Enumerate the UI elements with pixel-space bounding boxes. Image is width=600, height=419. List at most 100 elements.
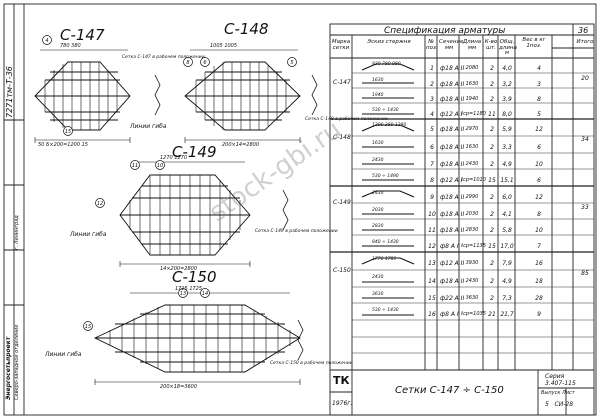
table-cell-qty: 11 <box>488 111 496 118</box>
table-cell-len: 1630 <box>465 81 479 87</box>
table-cell-w: 4 <box>537 65 541 72</box>
table-cell-sec: ф18 А II <box>440 194 465 201</box>
left-code: 7271тм-Т-36 <box>5 66 14 118</box>
org-line-3: г. Ленинград <box>14 215 20 250</box>
table-cell-pos: 5 <box>430 126 434 133</box>
table-header: Вес в кг 1поз. <box>522 37 546 49</box>
bend-line-label-c147: Линии гиба <box>130 123 167 130</box>
svg-text:15: 15 <box>85 324 91 330</box>
table-cell-qty: 2 <box>490 126 494 133</box>
note-c149: Сетка С-149 в рабочем положении <box>255 229 338 234</box>
c149-title: С-149 <box>172 143 217 161</box>
table-cell-sec: ф18 А II <box>440 227 465 234</box>
table-cell-w: 10 <box>535 227 543 234</box>
table-cell-qty: 15 <box>488 177 496 184</box>
table-header: № поз. <box>426 39 438 51</box>
table-header: Общ. длина м <box>499 39 517 56</box>
bar-sketch-label: 530 ÷ 1430 <box>372 308 399 313</box>
table-cell-w: 5 <box>537 111 541 118</box>
table-cell-qty: 2 <box>490 260 494 267</box>
c147-bottom-dims: 50 Б×200=1200 15 <box>38 142 88 148</box>
org-line-1: Энергосетьпроект <box>5 336 12 400</box>
c147-title: С-147 <box>60 26 105 44</box>
c147-top-dims: 780 380 <box>60 43 81 49</box>
table-cell-len: 3630 <box>465 295 479 301</box>
svg-text:8: 8 <box>186 60 189 66</box>
table-cell-len: ℓср=1010 <box>461 177 486 183</box>
series-code: ТК <box>333 374 350 387</box>
table-cell-pos: 13 <box>428 260 436 267</box>
c150-top-dims: 1725 1725 <box>175 286 203 292</box>
table-cell-tot: 4,9 <box>502 278 512 285</box>
mesh-mark: С-147 <box>333 79 351 86</box>
bar-sketch-label: 530 ÷ 1430 <box>372 108 399 113</box>
table-cell-w: 16 <box>535 260 543 267</box>
year: 1976г. <box>332 400 353 407</box>
table-cell-len: 2430 <box>465 161 479 167</box>
mesh-mark: С-149 <box>333 199 351 206</box>
table-cell-sec: ф18 А II <box>440 81 465 88</box>
svg-text:5: 5 <box>290 60 293 66</box>
table-cell-tot: 7,9 <box>502 260 512 267</box>
c149-bottom-dims: 14×200=2800 <box>160 266 198 272</box>
table-cell-sec: ф18 А II <box>440 161 465 168</box>
table-cell-tot: 15,1 <box>500 177 514 184</box>
bar-sketch-label: 830 780 980 <box>372 62 401 67</box>
table-cell-len: ℓср=1035 <box>461 311 486 317</box>
table-cell-sec: ф18 А II <box>440 65 465 72</box>
table-cell-w: 9 <box>537 311 541 318</box>
table-cell-tot: 8,0 <box>502 111 512 118</box>
table-cell-pos: 4 <box>430 111 434 118</box>
table-cell-sec: ф8 А I <box>440 243 459 250</box>
table-cell-sum: 33 <box>581 204 589 211</box>
bar-sketch-label: 1630 <box>372 141 384 146</box>
issue-label: Выпуск Лист <box>541 390 575 396</box>
table-cell-sec: ф12 А II <box>440 260 465 267</box>
table-cell-sec: ф18 А II <box>440 278 465 285</box>
issue-values: 5 СИ-28 <box>545 401 574 408</box>
c148-top-dims: 1005 1005 <box>210 43 238 49</box>
table-cell-tot: 6,0 <box>502 194 512 201</box>
table-cell-sec: ф22 А II <box>440 295 465 302</box>
table-cell-qty: 2 <box>490 65 494 72</box>
table-header: К-во шт. <box>484 39 498 51</box>
table-header: Марка сетки <box>331 39 351 51</box>
c150-title: С-150 <box>172 268 217 286</box>
table-cell-tot: 4,1 <box>502 211 512 218</box>
bar-sketch-label: 840 ÷ 1430 <box>372 240 399 245</box>
table-cell-w: 3 <box>537 81 541 88</box>
sheet-name: Сетки С-147 ÷ С-150 <box>395 385 504 396</box>
table-cell-pos: 8 <box>430 177 434 184</box>
org-line-2: Северо-западное отделение <box>14 324 20 400</box>
table-header: Сечение мм <box>439 39 464 51</box>
table-cell-pos: 15 <box>428 295 436 302</box>
c148-bottom-dims: 200×14=2800 <box>222 142 260 148</box>
table-cell-w: 10 <box>535 161 543 168</box>
table-cell-pos: 16 <box>428 311 436 318</box>
svg-text:10: 10 <box>157 163 163 169</box>
table-cell-sec: ф18 А II <box>440 96 465 103</box>
table-cell-sec: ф18 А II <box>440 126 465 133</box>
svg-text:13: 13 <box>180 291 186 297</box>
table-cell-pos: 11 <box>428 227 436 234</box>
table-cell-pos: 3 <box>430 96 434 103</box>
table-cell-qty: 2 <box>490 278 494 285</box>
table-cell-w: 12 <box>535 126 543 133</box>
table-cell-tot: 3,3 <box>502 144 512 151</box>
bar-sketch-label: 2030 <box>372 208 384 213</box>
svg-text:6: 6 <box>203 60 206 66</box>
mesh-mark: С-150 <box>333 267 351 274</box>
svg-text:14: 14 <box>202 291 208 297</box>
spec-title: Спецификация арматуры <box>384 26 506 36</box>
c148-title: С-148 <box>224 20 269 38</box>
table-cell-tot: 7,3 <box>502 295 512 302</box>
table-cell-pos: 1 <box>430 65 434 72</box>
table-cell-w: 6 <box>537 144 541 151</box>
c149-top-dims: 1270 1270 <box>160 155 188 161</box>
table-cell-sec: ф12 А I <box>440 111 463 118</box>
table-cell-qty: 2 <box>490 81 494 88</box>
table-cell-len: ℓср=1180 <box>461 111 486 117</box>
bar-sketch-label: 3630 <box>372 292 384 297</box>
table-cell-tot: 3,2 <box>502 81 512 88</box>
